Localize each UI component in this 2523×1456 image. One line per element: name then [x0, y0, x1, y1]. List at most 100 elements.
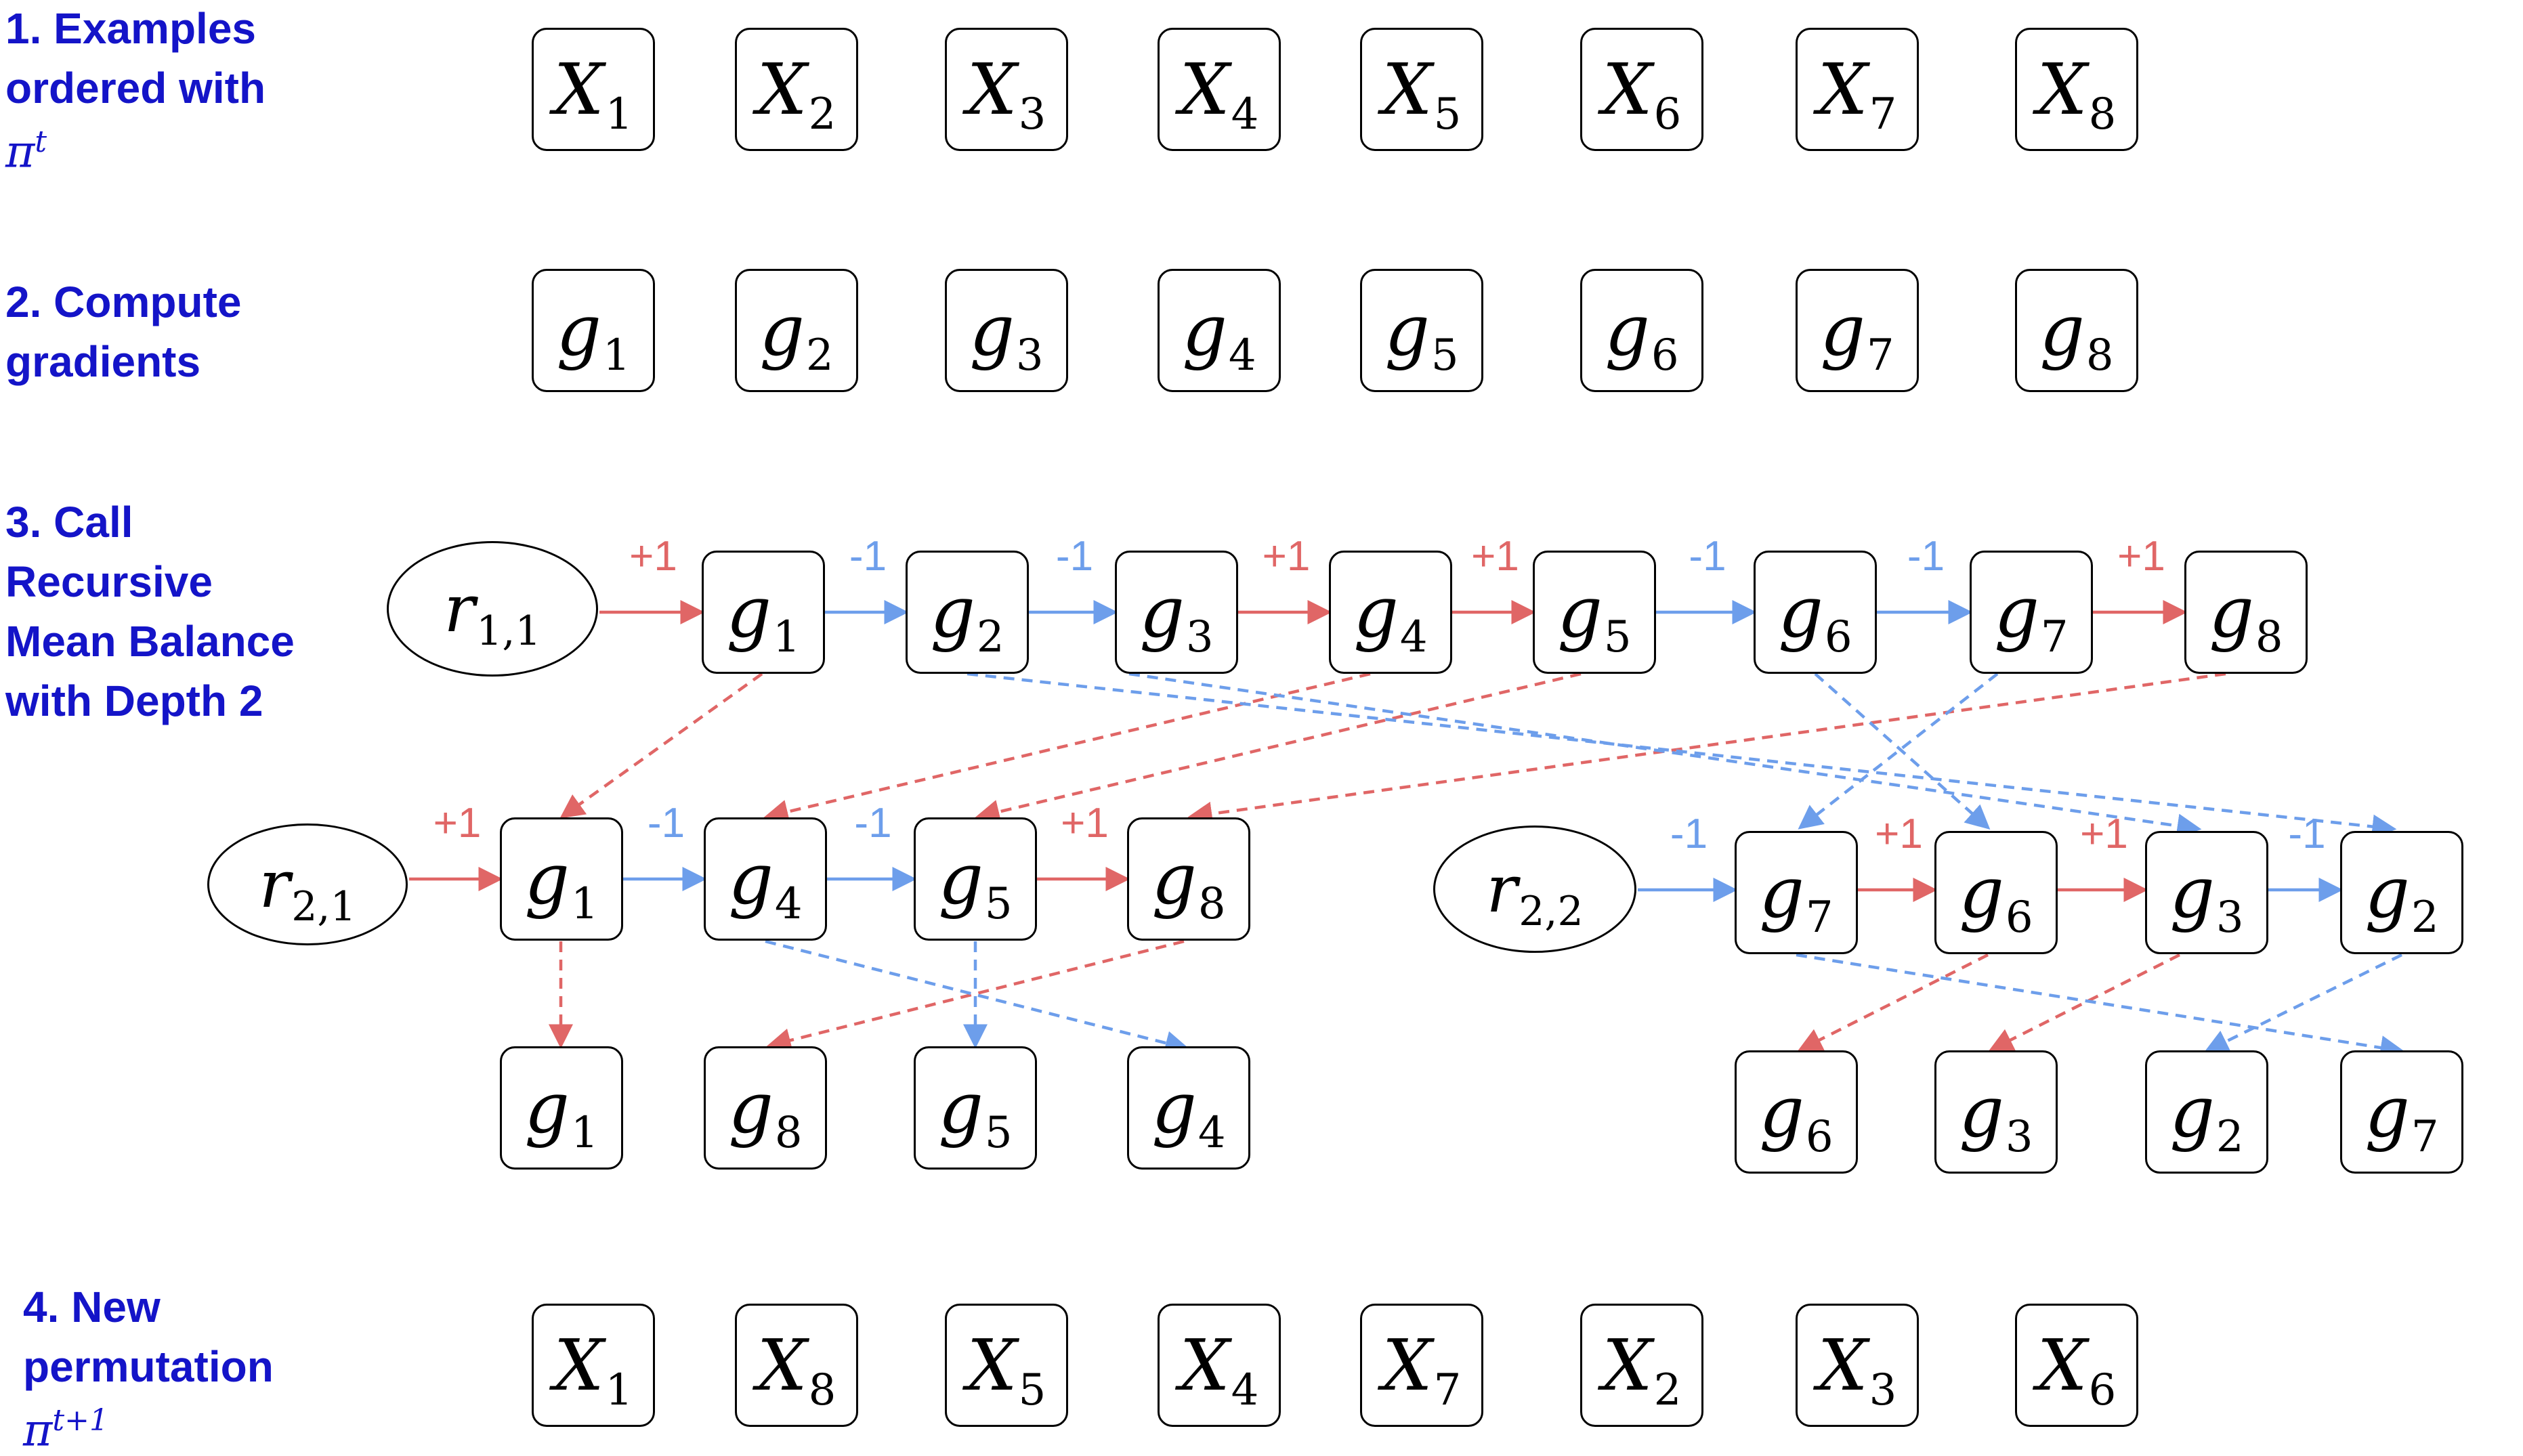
- math-label: X8: [2037, 54, 2117, 136]
- symbol-subscript: 8: [808, 1365, 836, 1415]
- math-label: X4: [1180, 54, 1259, 136]
- level2-right-node: g6: [1934, 831, 2058, 954]
- symbol-base: r: [259, 847, 291, 922]
- symbol-base: g: [1353, 571, 1399, 654]
- route-g8-to-left: [1187, 672, 2226, 826]
- symbol-subscript: 4: [1231, 1365, 1259, 1415]
- example-node: X4: [1158, 28, 1281, 151]
- symbol-subscript: 2: [2411, 893, 2439, 943]
- step-4-label-line1: 4. New: [23, 1283, 161, 1331]
- permutation-node: X4: [1158, 1304, 1281, 1427]
- symbol-subscript: 1: [605, 1365, 633, 1415]
- math-label: g4: [1182, 295, 1256, 377]
- symbol-subscript: 7: [1433, 1365, 1462, 1415]
- math-label: g3: [969, 295, 1043, 377]
- math-label: X6: [2037, 1330, 2117, 1412]
- level1-node: g3: [1115, 551, 1238, 674]
- math-label: g8: [1151, 844, 1225, 926]
- gradient-node: g2: [735, 269, 858, 392]
- level1-node: g7: [1970, 551, 2093, 674]
- symbol-base: g: [1151, 1067, 1197, 1149]
- symbol-base: g: [524, 1067, 570, 1149]
- symbol-subscript: 8: [2085, 330, 2114, 381]
- route-g5-to-left: [975, 672, 1582, 824]
- symbol-base: g: [556, 289, 601, 372]
- route-g7-to-right: [1798, 672, 1999, 830]
- symbol-subscript: 2: [2215, 1112, 2244, 1162]
- gradient-node: g1: [532, 269, 655, 392]
- math-label: X6: [1603, 54, 1682, 136]
- symbol-subscript: 6: [1651, 330, 1679, 381]
- route-g2-to-right: [967, 672, 2397, 839]
- symbol-base: r: [1486, 851, 1518, 927]
- symbol-subscript: 7: [2040, 612, 2069, 662]
- math-label: g7: [1759, 857, 1833, 939]
- math-label: g4: [1151, 1073, 1225, 1155]
- symbol-subscript: 5: [984, 879, 1013, 929]
- gradient-node: g7: [1796, 269, 1919, 392]
- pi-superscript: t: [35, 125, 47, 159]
- symbol-base: X: [1602, 1324, 1653, 1407]
- symbol-base: X: [1602, 48, 1653, 131]
- math-label: g4: [1353, 577, 1427, 659]
- step-4-label: 4. New permutation πt+1: [23, 1277, 274, 1455]
- symbol-base: g: [1151, 838, 1197, 920]
- sign-label: +1: [2117, 533, 2165, 580]
- math-label: g8: [2039, 295, 2113, 377]
- symbol-base: g: [1959, 1071, 2004, 1153]
- level2-left-node: g1: [500, 817, 623, 941]
- level2-right-output-node: g3: [1934, 1050, 2058, 1174]
- symbol-subscript: 1: [570, 1108, 599, 1158]
- symbol-subscript: 1: [570, 879, 599, 929]
- symbol-base: X: [553, 1324, 604, 1407]
- symbol-base: g: [2039, 289, 2085, 372]
- step-4-label-math: πt+1: [23, 1396, 274, 1455]
- example-node: X6: [1580, 28, 1703, 151]
- symbol-subscript: 3: [1015, 330, 1044, 381]
- level1-node: g1: [702, 551, 825, 674]
- math-label: g8: [2209, 577, 2283, 659]
- symbol-subscript: 1: [605, 89, 633, 140]
- math-label: g7: [1820, 295, 1894, 377]
- symbol-subscript: 4: [1399, 612, 1428, 662]
- symbol-base: g: [1778, 571, 1823, 654]
- sign-label: -1: [1907, 533, 1945, 580]
- step-3-label-line3: Mean Balance: [5, 617, 295, 666]
- level2-left-node: g4: [704, 817, 827, 941]
- permutation-node: X8: [735, 1304, 858, 1427]
- math-label: g2: [930, 577, 1004, 659]
- route-right-g6-out: [1797, 953, 1989, 1052]
- math-label: g6: [1959, 857, 2033, 939]
- symbol-subscript: 3: [2215, 893, 2244, 943]
- gradient-node: g6: [1580, 269, 1703, 392]
- step-1-label-math: πt: [5, 118, 266, 176]
- math-label: r1,1: [444, 576, 540, 651]
- symbol-subscript: 5: [1430, 330, 1459, 381]
- math-label: X8: [757, 1330, 836, 1412]
- symbol-subscript: 8: [2255, 612, 2283, 662]
- permutation-node: X1: [532, 1304, 655, 1427]
- symbol-subscript: 5: [984, 1108, 1013, 1158]
- symbol-subscript: 6: [2005, 893, 2033, 943]
- math-label: g6: [1605, 295, 1678, 377]
- symbol-base: g: [2169, 1071, 2215, 1153]
- symbol-base: g: [1820, 289, 1865, 372]
- symbol-subscript: 6: [1824, 612, 1852, 662]
- symbol-base: X: [757, 1324, 807, 1407]
- step-3-label-line4: with Depth 2: [5, 677, 263, 725]
- root-node-r21: r2,1: [207, 823, 408, 945]
- math-label: g2: [2365, 857, 2438, 939]
- symbol-base: g: [969, 289, 1015, 372]
- symbol-subscript: 5: [1018, 1365, 1046, 1415]
- symbol-subscript: 6: [1653, 89, 1682, 140]
- sign-label: -1: [1689, 533, 1726, 580]
- symbol-subscript: 7: [2411, 1112, 2439, 1162]
- symbol-subscript: 1: [602, 330, 631, 381]
- symbol-base: g: [524, 838, 570, 920]
- gradient-node: g3: [945, 269, 1068, 392]
- route-g4-to-left: [763, 672, 1371, 824]
- example-node: X3: [945, 28, 1068, 151]
- permutation-node: X6: [2015, 1304, 2138, 1427]
- symbol-subscript: 4: [1228, 330, 1256, 381]
- math-label: X3: [967, 54, 1046, 136]
